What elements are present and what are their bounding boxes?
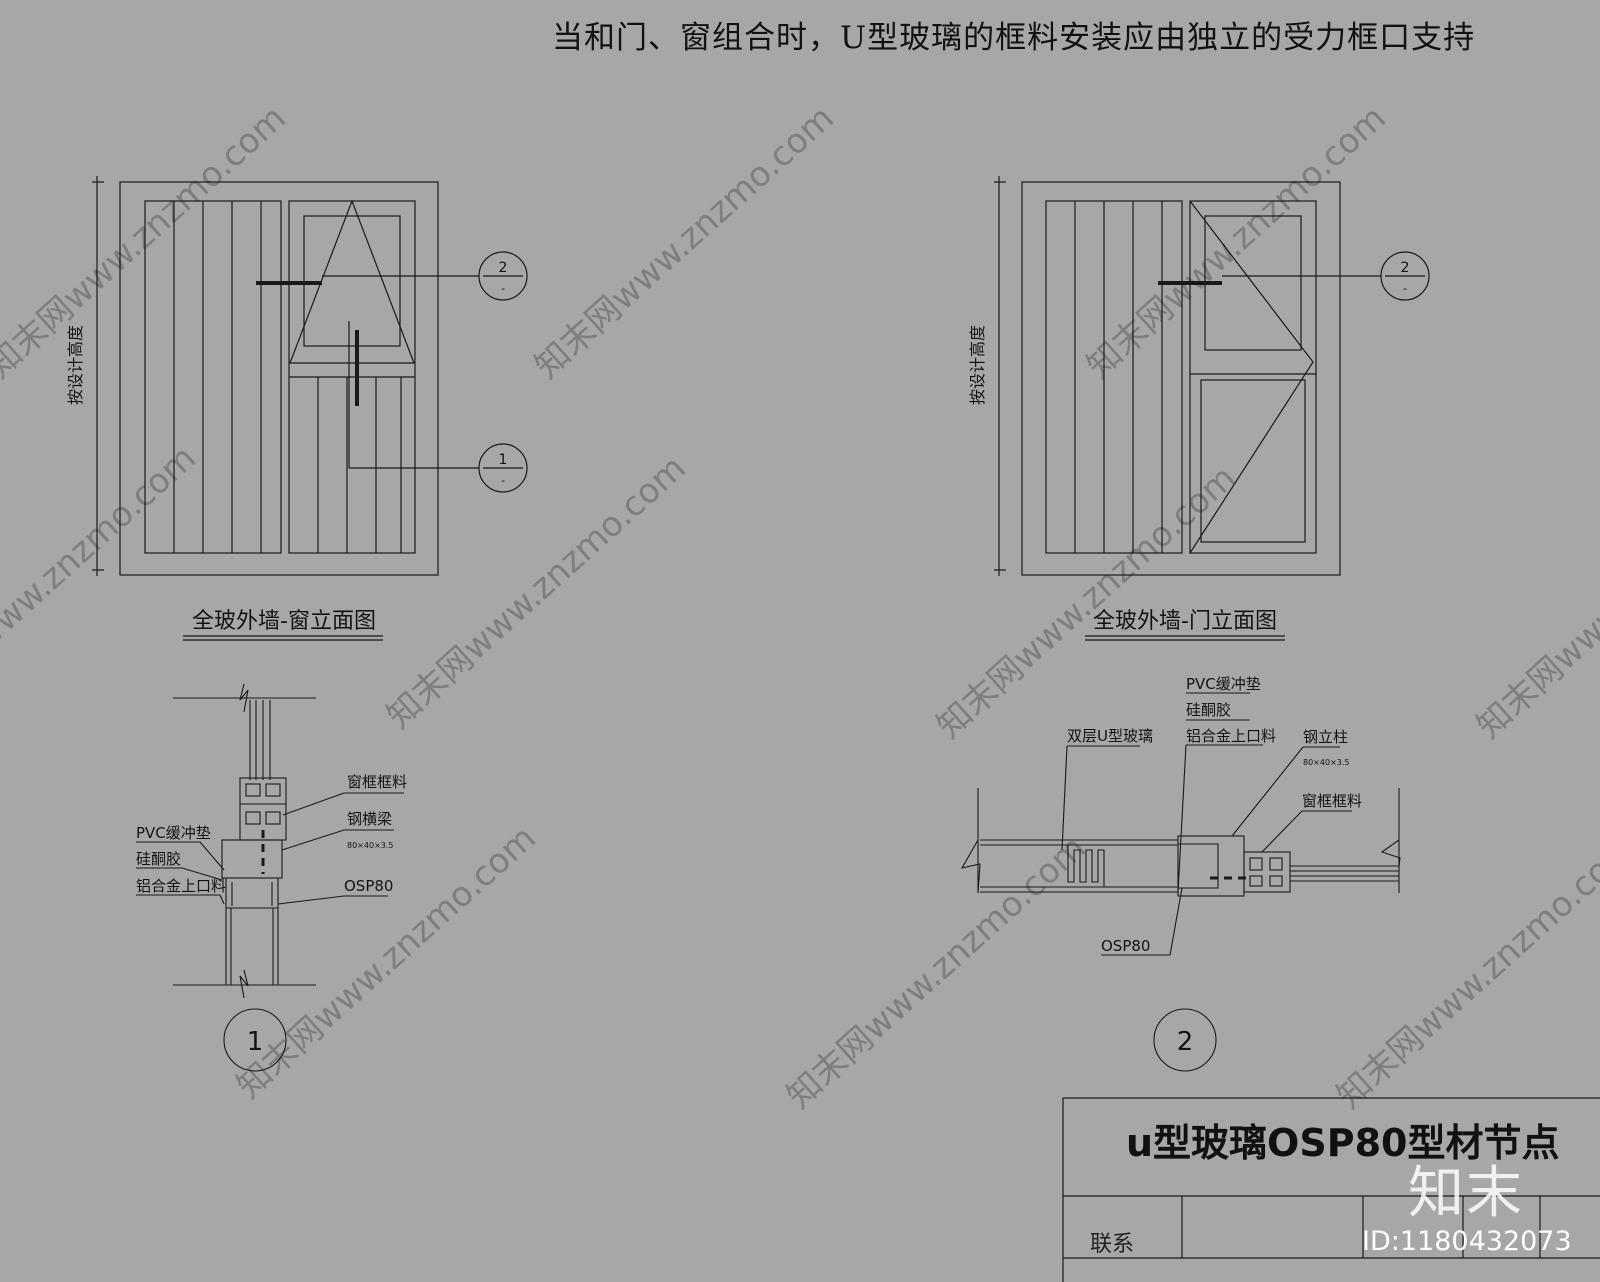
watermark: 知末网www.znzmo.com (379, 448, 693, 737)
aluminum-top-profile (225, 878, 279, 909)
label-osp80: OSP80 (1101, 937, 1150, 955)
label-steel-column: 钢立柱 (1303, 728, 1348, 746)
drawing-heading: 当和门、窗组合时，U型玻璃的框料安装应由独立的受力框口支持 (552, 20, 1476, 56)
brand-logo: 知末 (1408, 1161, 1524, 1226)
label-double-u-glass: 双层U型玻璃 (1067, 727, 1153, 745)
watermark: 知末网www.znzmo.com (229, 818, 543, 1107)
title-block-title: u型玻璃OSP80型材节点 (1126, 1121, 1560, 1165)
label-pvc-pad: PVC缓冲垫 (136, 824, 211, 842)
label-pvc-pad: PVC缓冲垫 (1186, 675, 1261, 693)
detail-1-section (136, 683, 404, 1072)
window-frame-profile (1243, 851, 1291, 893)
callout-number: 1 (499, 452, 508, 468)
callout-circle-1 (478, 443, 528, 493)
watermark: 知末网www.znzmo.com (779, 828, 1093, 1117)
ug-glass-panel (144, 200, 282, 554)
title-block-contact: 联系 (1090, 1232, 1135, 1257)
ug-glass-panel (1045, 200, 1183, 554)
callout-sub: - (501, 474, 505, 487)
watermark: 知末网www.znzmo.com (0, 438, 204, 727)
brand-id-label: ID:1180432073 (1362, 1226, 1572, 1257)
window-elevation-title: 全玻外墙-窗立面图 (192, 609, 376, 634)
detail-number-2: 2 (1177, 1027, 1194, 1057)
label-silicone: 硅酮胶 (1186, 701, 1231, 719)
detail-number-1: 1 (247, 1027, 264, 1057)
steel-column (1177, 835, 1245, 897)
label-top-profile: 铝合金上口料 (1186, 727, 1276, 745)
callout-circle-2 (478, 251, 528, 301)
callout-number: 2 (1401, 260, 1410, 276)
label-window-frame: 窗框框料 (1302, 792, 1362, 810)
window-elevation (92, 176, 528, 641)
double-u-glass (1067, 845, 1105, 887)
watermark: 知末网www.znzmo.com (1469, 458, 1600, 747)
aluminum-top-profile (1178, 843, 1219, 889)
door-elevation-title: 全玻外墙-门立面图 (1093, 609, 1277, 634)
callout-sub: - (501, 282, 505, 295)
label-steel-beam: 钢横梁 (347, 810, 392, 828)
watermark-layer: 知末网www.znzmo.com 知末网www.znzmo.com 知末网www… (0, 98, 1600, 1117)
label-steel-beam-spec: 80×40×3.5 (347, 841, 394, 850)
callout-sub: - (1403, 282, 1407, 295)
steel-beam (221, 839, 283, 879)
detail-number-circle-1 (223, 1008, 287, 1072)
label-steel-column-spec: 80×40×3.5 (1303, 758, 1350, 767)
outer-frame (119, 181, 439, 576)
label-silicone: 硅酮胶 (136, 850, 181, 868)
watermark: 知末网www.znzmo.com (1079, 98, 1393, 387)
callout-number: 2 (499, 260, 508, 276)
outer-frame (1021, 181, 1341, 576)
label-osp80: OSP80 (344, 877, 393, 895)
detail-2-section (960, 692, 1401, 1072)
right-dimension-label: 按设计高度 (968, 325, 987, 405)
watermark: 知末网www.znzmo.com (527, 98, 841, 387)
detail-number-circle-2 (1153, 1008, 1217, 1072)
watermark: 知末网www.znzmo.com (0, 98, 294, 387)
callout-circle-2 (1380, 251, 1430, 301)
opening-indicator (1189, 200, 1314, 554)
door-elevation (994, 176, 1430, 641)
label-window-frame: 窗框框料 (347, 773, 407, 791)
label-top-profile: 铝合金上口料 (136, 877, 226, 895)
title-block (1062, 1097, 1600, 1282)
left-dimension-label: 按设计高度 (66, 325, 85, 405)
door-leaf (1189, 200, 1317, 554)
